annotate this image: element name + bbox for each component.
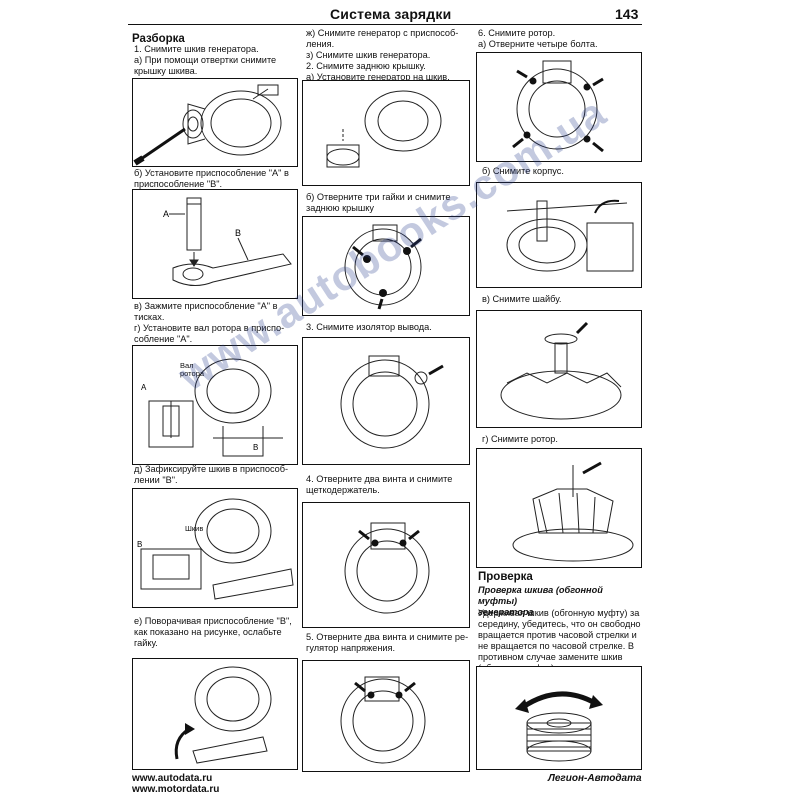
label-a: A xyxy=(163,209,169,219)
step-6d-text: г) Снимите ротор. xyxy=(482,434,558,444)
washer-illustration xyxy=(500,321,622,420)
figure-rotor-shaft: A B Вал ротора xyxy=(132,345,298,465)
step-1cd-text: в) Зажмите приспособление "А" в тисках. … xyxy=(134,301,285,344)
clutch-illustration xyxy=(515,691,603,762)
figure-pulley-cover xyxy=(132,78,298,167)
label-b-3: B xyxy=(137,540,142,549)
label-a-2: A xyxy=(141,383,147,392)
four-bolts-illustration xyxy=(512,60,604,153)
step-5-text: 5. Отверните два винта и снимите ре- гул… xyxy=(306,632,469,653)
section-heading-disassembly: Разборка xyxy=(132,33,185,45)
rear-cover-illustration xyxy=(344,224,422,310)
tool-illustration: A B xyxy=(163,197,292,286)
step-3-text: 3. Снимите изолятор вывода. xyxy=(306,322,432,332)
rotor-illustration xyxy=(512,461,634,562)
step-1b-text: б) Установите приспособление "А" в присп… xyxy=(134,168,289,189)
figure-overrunning-clutch xyxy=(476,666,642,770)
step-4-text: 4. Отверните два винта и снимите щеткоде… xyxy=(306,474,453,495)
figure-remove-washer xyxy=(476,310,642,428)
header-divider xyxy=(128,24,642,25)
insulator-illustration xyxy=(340,355,444,449)
footer-websites: www.autodata.ru www.motordata.ru xyxy=(132,773,220,795)
page-title: Система зарядки xyxy=(330,6,452,22)
housing-illustration xyxy=(506,199,634,272)
label-b: B xyxy=(235,228,241,238)
figure-pulley-fixing: B Шкив xyxy=(132,488,298,608)
alternator-illustration xyxy=(133,84,282,166)
figure-mount-on-pulley xyxy=(302,80,470,186)
figure-brush-holder xyxy=(302,502,470,628)
rotor-shaft-illustration: A B xyxy=(141,358,283,457)
loosen-nut-illustration xyxy=(174,666,272,764)
regulator-illustration xyxy=(340,676,426,764)
figure-four-bolts xyxy=(476,52,642,162)
brush-holder-illustration xyxy=(344,522,430,614)
inspection-subheading: Проверка шкива (обгонной муфты) генерато… xyxy=(478,585,603,617)
figure-rear-cover xyxy=(302,216,470,316)
step-1-text: 1. Снимите шкив генератора. а) При помощ… xyxy=(134,44,277,76)
footer-publisher: Легион-Автодата xyxy=(548,773,642,784)
step-1e-text: д) Зафиксируйте шкив в приспособ- лении … xyxy=(134,464,289,485)
step-6-text: 6. Снимите ротор. а) Отверните четыре бо… xyxy=(478,28,598,49)
inspection-text: Удерживая шкив (обгонную муфту) за серед… xyxy=(478,608,641,673)
label-pulley: Шкив xyxy=(185,524,204,533)
step-2b-text: б) Отверните три гайки и снимите заднюю … xyxy=(306,192,451,213)
figure-remove-housing xyxy=(476,182,642,288)
label-b-2: B xyxy=(253,443,258,452)
figure-remove-rotor xyxy=(476,448,642,568)
label-rotor-shaft: Вал ротора xyxy=(180,361,205,378)
figure-voltage-regulator xyxy=(302,660,470,772)
figure-loosen-nut xyxy=(132,658,298,770)
figure-terminal-insulator xyxy=(302,337,470,465)
pulley-fixing-illustration: B xyxy=(137,498,294,600)
step-6b-text: б) Снимите корпус. xyxy=(482,166,564,176)
step-1f-text: е) Поворачивая приспособление "В", как п… xyxy=(134,616,292,648)
step-1g-2-text: ж) Снимите генератор с приспособ- ления.… xyxy=(306,28,459,82)
mount-illustration xyxy=(326,90,442,168)
section-heading-inspection: Проверка xyxy=(478,571,533,583)
figure-tools-a-b: A B xyxy=(132,189,298,299)
step-6c-text: в) Снимите шайбу. xyxy=(482,294,562,304)
page-number: 143 xyxy=(615,6,639,22)
